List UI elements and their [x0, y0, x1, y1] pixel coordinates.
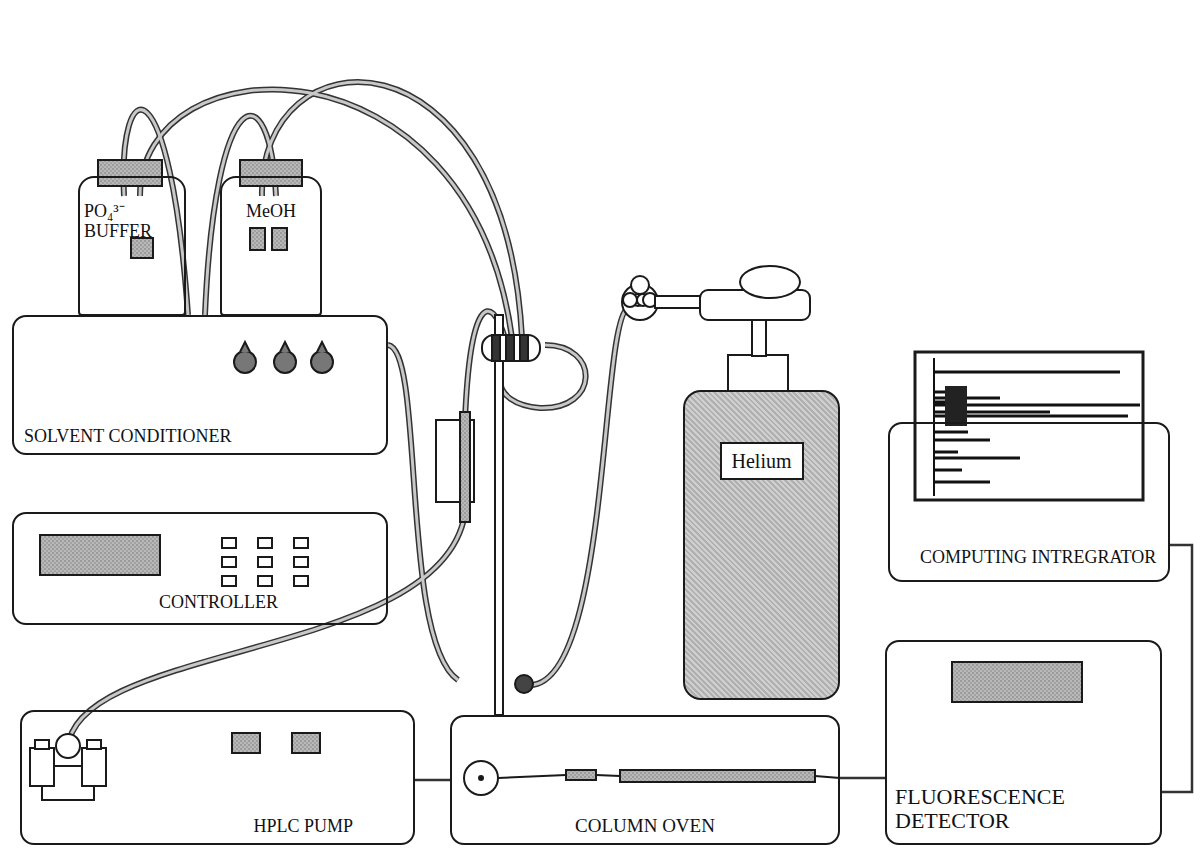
- hplc-pump: HPLC PUMP: [20, 710, 415, 845]
- tubing-line: [840, 777, 885, 780]
- device-label: CONTROLLER: [159, 593, 278, 613]
- gas-regulator: [622, 266, 810, 391]
- tubing: [68, 82, 628, 748]
- buffer-bottle: PO₄³⁻ BUFFER: [78, 176, 186, 316]
- solvent-conditioner: SOLVENT CONDITIONER: [12, 315, 388, 455]
- device-label: Helium: [732, 450, 792, 472]
- device-label: FLUORESCENCE DETECTOR: [895, 785, 1152, 833]
- panel-details: [30, 342, 1082, 800]
- bottle-caps: [98, 160, 302, 258]
- fluorescence-detector: FLUORESCENCE DETECTOR: [885, 640, 1162, 845]
- ring-stand: [436, 315, 540, 715]
- device-label: MeOH: [246, 202, 296, 222]
- chromatogram-paper: [915, 352, 1143, 500]
- column-oven: COLUMN OVEN: [450, 715, 840, 845]
- device-label: COLUMN OVEN: [575, 816, 715, 837]
- device-label: SOLVENT CONDITIONER: [24, 427, 232, 447]
- device-label: HPLC PUMP: [253, 817, 353, 837]
- device-label: PO₄³⁻ BUFFER: [84, 202, 180, 242]
- tubing-line: [1162, 545, 1192, 792]
- device-label: COMPUTING INTREGRATOR: [920, 548, 1156, 568]
- helium-cylinder: Helium: [683, 390, 840, 700]
- methanol-bottle: MeOH: [220, 176, 322, 316]
- label-plate: Helium: [720, 442, 804, 480]
- tubing-line: [415, 779, 450, 782]
- controller: CONTROLLER: [12, 512, 388, 625]
- computing-integrator: COMPUTING INTREGRATOR: [888, 422, 1170, 582]
